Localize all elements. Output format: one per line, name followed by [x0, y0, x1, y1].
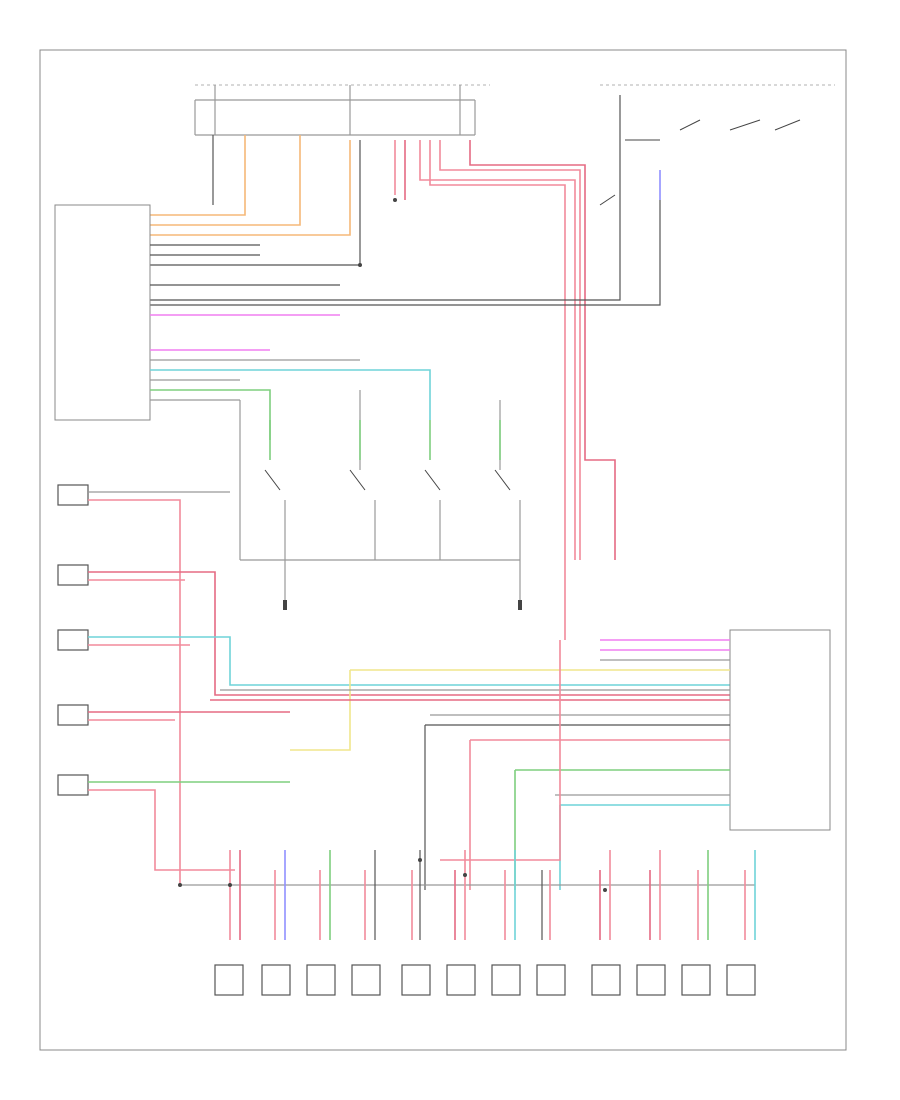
fuel-injector-icon	[446, 850, 476, 996]
sensor-box-icon	[57, 484, 89, 506]
splice-dot-icon	[178, 198, 607, 892]
sensor-box-icon	[57, 629, 89, 651]
pcm-connector-right	[210, 629, 831, 831]
sensor-box-icon	[57, 564, 89, 586]
switch-contact-icon	[264, 469, 511, 491]
fuel-injector-icon	[591, 850, 621, 996]
sensor-box-icon	[57, 774, 89, 796]
fuel-injector-icon	[536, 870, 566, 996]
fuel-injector-icon	[306, 850, 336, 996]
fuel-injector-icon	[261, 850, 291, 996]
sensor-group-left	[57, 484, 730, 885]
fuel-injector-icon	[401, 850, 431, 996]
ecm-connector-left	[54, 204, 431, 440]
fuel-injector-icon	[491, 850, 521, 996]
ignition-switch	[150, 95, 801, 306]
fuse-drops	[150, 135, 616, 640]
injector-bank-2	[401, 850, 566, 996]
injector-feed-lines	[180, 640, 755, 890]
injector-bank-1	[214, 850, 381, 996]
fuel-injector-icon	[214, 850, 244, 996]
fuel-injector-icon	[351, 850, 381, 996]
relay-switch-group	[239, 390, 522, 610]
fuse-block-top	[194, 84, 835, 136]
sensor-box-icon	[57, 704, 89, 726]
fuel-injector-icon	[636, 850, 666, 996]
diagram-frame	[39, 49, 847, 1051]
fuel-injector-icon	[681, 850, 711, 996]
injector-bank-3	[591, 850, 756, 996]
fuel-injector-icon	[726, 850, 756, 996]
